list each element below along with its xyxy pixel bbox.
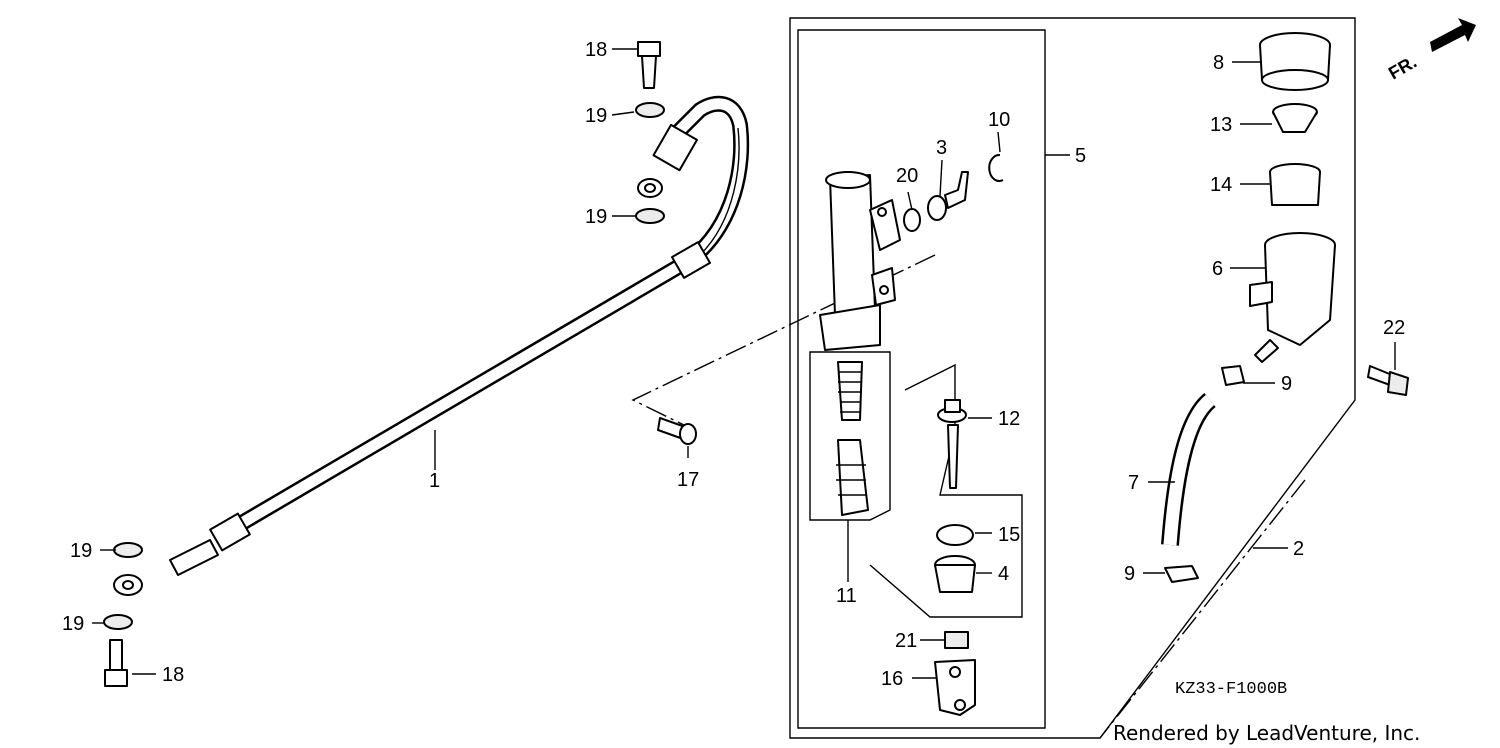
callout-18-top: 18 <box>585 39 607 61</box>
callout-9-b: 9 <box>1124 563 1135 585</box>
callout-19-a: 19 <box>585 105 607 127</box>
leader-lines <box>92 48 1396 679</box>
callout-12: 12 <box>998 408 1020 430</box>
callout-9-a: 9 <box>1281 373 1292 395</box>
callout-7: 7 <box>1128 472 1139 494</box>
circlip-part-15 <box>936 524 974 546</box>
reservoir-part-6 <box>1249 232 1336 363</box>
assembly-outline-5 <box>797 29 1046 729</box>
bolt-part-18-bottom <box>104 639 128 687</box>
o-ring-part-20 <box>903 208 921 232</box>
callout-17: 17 <box>677 469 699 491</box>
diaphragm-part-14 <box>1269 163 1321 206</box>
callout-8: 8 <box>1213 52 1224 74</box>
clevis-part-16 <box>934 659 976 716</box>
callout-15: 15 <box>998 524 1020 546</box>
subassembly-outline-11 <box>809 351 891 521</box>
brake-hose-part-1 <box>113 95 750 596</box>
callout-19-c: 19 <box>70 540 92 562</box>
callout-5: 5 <box>1075 145 1086 167</box>
assembly-outline-2 <box>789 17 1356 739</box>
callout-labels: 18 19 19 1 19 19 18 17 20 3 10 5 11 12 1… <box>62 39 1405 690</box>
callout-11: 11 <box>836 585 857 607</box>
drawing-code: KZ33-F1000B <box>1175 680 1287 699</box>
subassembly-outline-12-15-4 <box>869 363 1023 618</box>
bolt-part-22 <box>1367 365 1409 396</box>
clip-part-9 <box>1164 365 1245 583</box>
callout-22: 22 <box>1383 317 1405 339</box>
front-marker: FR. <box>1385 52 1420 84</box>
callout-21: 21 <box>895 630 917 652</box>
callout-16: 16 <box>881 668 903 690</box>
callout-4: 4 <box>998 563 1009 585</box>
callout-19-d: 19 <box>62 613 84 635</box>
callout-3: 3 <box>936 137 947 159</box>
callout-14: 14 <box>1210 174 1232 196</box>
plate-part-13 <box>1272 103 1318 133</box>
joint-part-3 <box>927 171 969 221</box>
reservoir-hose-part-7 <box>1161 392 1217 546</box>
callout-19-b: 19 <box>585 206 607 228</box>
callout-10: 10 <box>988 109 1010 131</box>
circlip-part-10 <box>988 153 1004 182</box>
reservoir-cap-part-8 <box>1259 32 1331 91</box>
callout-13: 13 <box>1210 114 1232 136</box>
callout-2: 2 <box>1293 538 1304 560</box>
bolt-part-17 <box>657 417 697 445</box>
nut-part-21 <box>944 631 969 649</box>
callout-6: 6 <box>1212 258 1223 280</box>
piston-set-part-11 <box>836 361 869 516</box>
credit-text: Rendered by LeadVenture, Inc. <box>1113 721 1420 745</box>
push-rod-part-12 <box>937 399 967 489</box>
callout-20: 20 <box>896 165 918 187</box>
bolt-part-18-top <box>637 41 661 89</box>
boot-part-4 <box>934 555 976 593</box>
washer-part-19 <box>103 102 665 630</box>
master-cylinder-part-5 <box>819 171 901 351</box>
callout-18-bottom: 18 <box>162 664 184 686</box>
callout-1: 1 <box>429 470 440 492</box>
front-arrow-icon <box>1430 18 1476 52</box>
